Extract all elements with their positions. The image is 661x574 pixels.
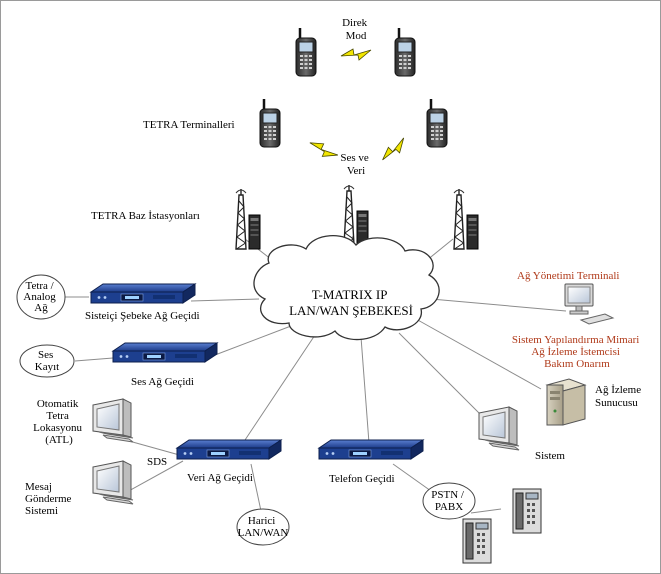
telephone-icon (462, 518, 492, 564)
voice-gateway-icon (112, 342, 218, 363)
pstn-label: PSTN / PABX (431, 489, 466, 513)
data-gateway-icon (176, 439, 282, 460)
external-lan-label: Harici LAN/WAN (238, 515, 289, 539)
base-stations-label: TETRA Baz İstasyonları (91, 210, 200, 222)
nms-terminal-icon (564, 283, 614, 325)
data-gateway-label: Veri Ağ Geçidi (187, 472, 253, 484)
isi-gateway-icon (90, 283, 196, 304)
voice-record-label: Ses Kayıt (35, 349, 59, 373)
messaging-label: Mesaj Gönderme Sistemi (25, 481, 74, 517)
radio-icon (393, 26, 417, 78)
direct-mode-label: Direk Mod (342, 17, 370, 42)
isi-gateway-label: Sisteiçi Şebeke Ağ Geçidi (85, 310, 200, 322)
atl-computer-icon (92, 398, 134, 443)
phone-gateway-icon (318, 439, 424, 460)
base-station-icon (343, 184, 369, 246)
external-lan-node (236, 508, 290, 546)
nms-functions-label: Sistem Yapılandırma Mimari Ağ İzleme İst… (512, 334, 642, 370)
atl-label: Otomatik Tetra Lokasyonu (ATL) (33, 398, 85, 446)
lightning-icon (307, 136, 339, 164)
radio-icon (294, 26, 318, 78)
nms-terminal-label: Ağ Yönetimi Terminali (517, 270, 620, 282)
voice-data-label: Ses ve Veri (340, 152, 371, 177)
ip-network-cloud (253, 234, 440, 341)
messaging-computer-icon (92, 460, 134, 505)
radio-icon (425, 97, 449, 149)
tetra-terminals-label: TETRA Terminalleri (143, 119, 235, 131)
sds-label: SDS (147, 456, 167, 468)
system-label: Sistem (535, 450, 565, 462)
base-station-icon (235, 188, 261, 250)
voice-gateway-label: Ses Ağ Geçidi (131, 376, 194, 388)
nms-server-icon (545, 378, 587, 426)
cloud-label: T-MATRIX IP LAN/WAN ŞEBEKESİ (289, 287, 413, 318)
lightning-icon (340, 48, 372, 61)
system-computer-icon (478, 406, 520, 451)
radio-icon (258, 97, 282, 149)
lightning-icon (378, 136, 410, 164)
connection-lines (63, 235, 567, 514)
tetra-analog-network-node (16, 274, 66, 320)
pstn-node (422, 482, 476, 520)
nms-server-label: Ağ İzleme Sunucusu (595, 384, 644, 409)
telephone-icon (512, 488, 542, 534)
voice-record-node (19, 344, 75, 378)
tetra-analog-label: Tetra / Analog Ağ (23, 280, 58, 314)
base-station-icon (453, 188, 479, 250)
phone-gateway-label: Telefon Geçidi (329, 473, 395, 485)
